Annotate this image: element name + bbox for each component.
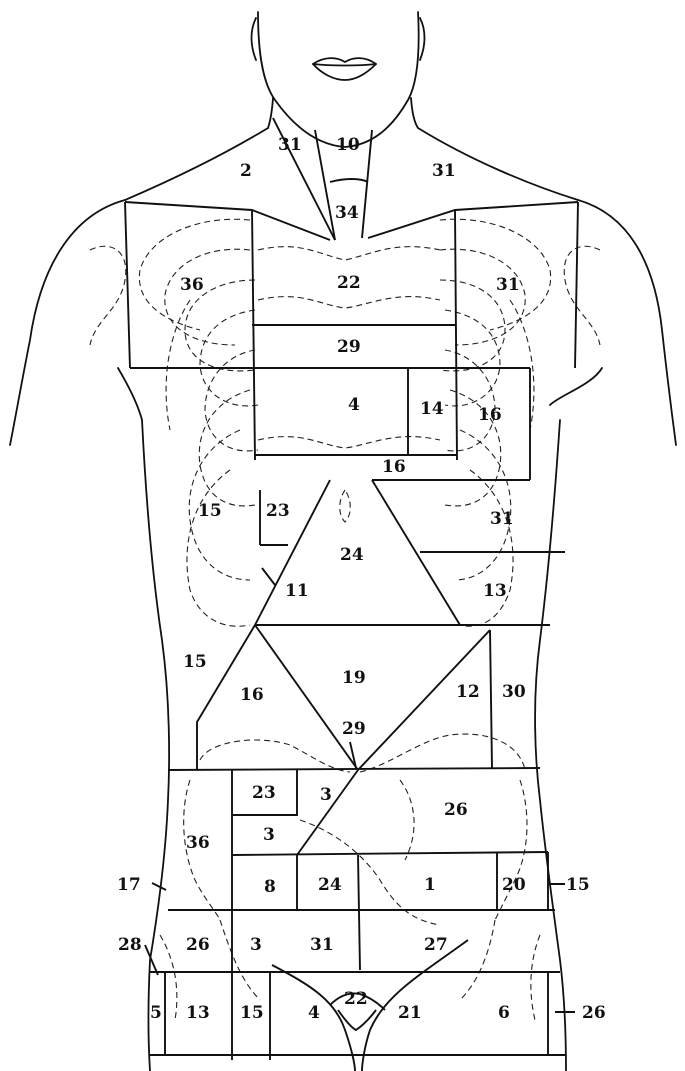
zone-label-right-lateral-abdomen: 36 (186, 833, 210, 853)
zone-grid (125, 118, 578, 1071)
zone-label-shoulder-left: 2 (240, 161, 252, 181)
zone-label-left-lower-ribs: 31 (490, 509, 514, 529)
zone-label-right-iliac-small-a: 3 (320, 785, 332, 805)
zone-label-left-precordial-outer: 16 (478, 405, 502, 425)
zone-label-right-flank: 15 (183, 652, 207, 672)
zone-label-thigh-right-inner: 15 (240, 1003, 264, 1023)
zone-label-right-costal-margin: 11 (285, 581, 309, 601)
zone-label-left-hypochondrium: 13 (483, 581, 507, 601)
zone-label-suprapubic-right: 24 (318, 875, 342, 895)
zone-label-chest-upper-right: 31 (496, 275, 520, 295)
zone-label-genital: 22 (344, 989, 368, 1009)
zone-label-thigh-left-edge-marker: 26 (582, 1003, 606, 1023)
zone-label-right-lower-ribs: 15 (198, 501, 222, 521)
zone-label-right-groin-box: 8 (264, 877, 276, 897)
zone-label-neck-center: 10 (336, 135, 360, 155)
zone-label-right-edge-marker: 17 (117, 875, 141, 895)
zone-label-right-upper-quadrant: 16 (240, 685, 264, 705)
zone-label-pubic-right: 31 (310, 935, 334, 955)
zone-label-chest-upper-left: 36 (180, 275, 204, 295)
zone-label-mid-sternum: 29 (337, 337, 361, 357)
zone-label-pubic-left: 27 (424, 935, 448, 955)
zone-label-right-inguinal: 26 (186, 935, 210, 955)
zone-label-right-inguinal-inner: 3 (250, 935, 262, 955)
zone-label-left-edge-marker: 15 (566, 875, 590, 895)
zone-label-xiphoid-strip: 16 (382, 457, 406, 477)
zone-label-epigastrium: 24 (340, 545, 364, 565)
zone-label-umbilicus: 29 (342, 719, 366, 739)
zone-label-suprasternal: 34 (335, 203, 359, 223)
body-outline (10, 12, 676, 1071)
zone-label-thigh-right-medial: 4 (308, 1003, 320, 1023)
zone-label-thigh-right: 13 (186, 1003, 210, 1023)
zone-label-shoulder-right: 31 (432, 161, 456, 181)
zone-label-left-upper-quadrant: 12 (456, 682, 480, 702)
pelvis-outlines (160, 734, 540, 1020)
zone-label-thigh-left: 6 (498, 1003, 510, 1023)
zone-label-neck-left: 31 (278, 135, 302, 155)
zone-label-thigh-far-right: 5 (150, 1003, 162, 1023)
zone-label-thigh-left-medial: 21 (398, 1003, 422, 1023)
zone-label-right-subcostal-small: 23 (266, 501, 290, 521)
zone-label-lower-sternum: 4 (348, 395, 360, 415)
zone-label-right-iliac-box: 23 (252, 783, 276, 803)
zone-label-left-iliac: 26 (444, 800, 468, 820)
zone-label-umbilical-upper: 19 (342, 668, 366, 688)
zone-label-suprapubic-left: 1 (424, 875, 436, 895)
zone-labels: 31 10 2 31 34 22 36 31 29 4 14 16 16 15 … (117, 135, 606, 1023)
zone-label-right-hip-marker: 28 (118, 935, 142, 955)
zone-label-left-precordial-inner: 14 (420, 399, 444, 419)
zone-label-left-flank: 30 (502, 682, 526, 702)
zone-label-right-iliac-small-b: 3 (263, 825, 275, 845)
zone-label-left-groin-box: 20 (502, 875, 526, 895)
zone-label-upper-sternum: 22 (337, 273, 361, 293)
